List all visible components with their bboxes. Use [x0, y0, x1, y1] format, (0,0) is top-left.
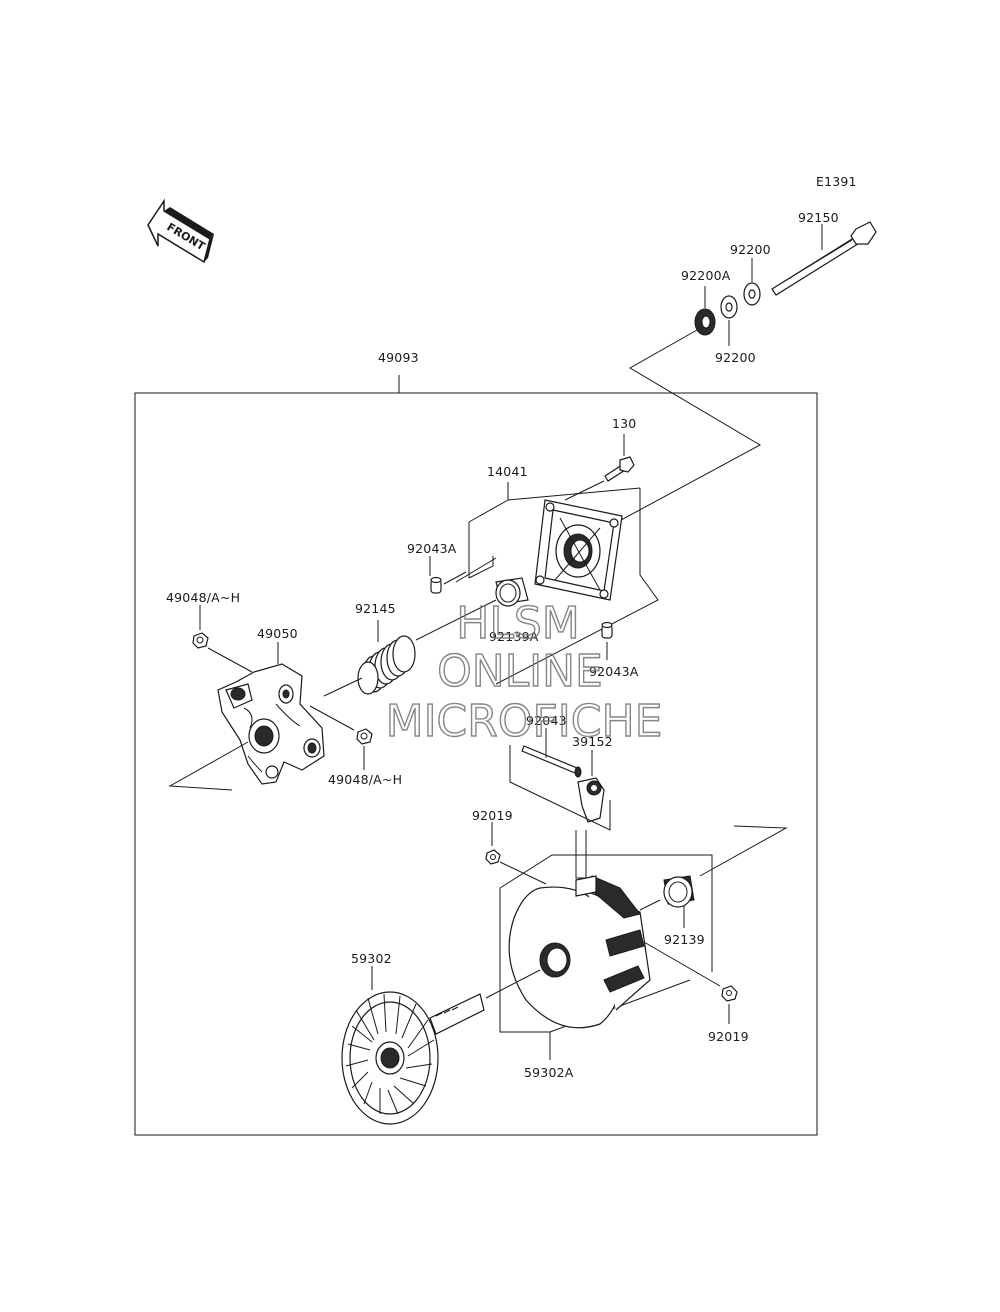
label-92019-left: 92019 [472, 808, 513, 823]
nut-49048-bottom [356, 728, 373, 745]
label-49050: 49050 [257, 626, 298, 641]
label-92150: 92150 [798, 210, 839, 225]
watermark-line-3: MICROFICHE [386, 696, 663, 747]
label-59302: 59302 [351, 951, 392, 966]
pin-92043a-top [430, 576, 442, 594]
front-arrow-icon: FRONT [147, 198, 214, 264]
bolt-92150 [771, 221, 877, 296]
label-39152: 39152 [572, 734, 613, 749]
label-92043: 92043 [526, 713, 567, 728]
watermark-line-2: ONLINE [437, 646, 603, 697]
label-92145: 92145 [355, 601, 396, 616]
label-14041: 14041 [487, 464, 528, 479]
label-92200-bottom: 92200 [715, 350, 756, 365]
spring-92145 [357, 635, 416, 695]
label-49048-bottom: 49048/A~H [328, 772, 402, 787]
washer-92200a [694, 308, 716, 336]
label-59302a: 59302A [524, 1065, 574, 1080]
label-92200-top: 92200 [730, 242, 771, 257]
label-92043a-bottom: 92043A [589, 664, 639, 679]
label-92200a: 92200A [681, 268, 731, 283]
label-92019-right: 92019 [708, 1029, 749, 1044]
diagram-code: E1391 [816, 174, 857, 189]
assembly-frame [134, 392, 818, 1136]
nut-92019-right [721, 985, 738, 1002]
watermark: HLSM ONLINE MICROFICHE [385, 597, 663, 747]
cover-14041 [534, 499, 623, 601]
shaft-92043 [521, 745, 582, 778]
bolt-130 [604, 456, 635, 482]
nut-49048-top [192, 632, 209, 649]
washer-92200-top [743, 282, 761, 306]
label-130: 130 [612, 416, 636, 431]
bushing-92139a [495, 577, 529, 607]
nut-92019-left [485, 849, 501, 865]
spider-49050 [217, 663, 325, 785]
pin-92043a-bottom [601, 621, 613, 639]
assembly-label: 49093 [378, 350, 419, 365]
washer-92200-bottom [720, 295, 738, 319]
watermark-line-1: HLSM [456, 598, 580, 649]
bushing-92139 [663, 875, 695, 908]
label-92139: 92139 [664, 932, 705, 947]
label-92139a: 92139A [489, 629, 539, 644]
movable-sheave-59302a [508, 875, 651, 1029]
roller-39152 [577, 777, 605, 823]
fixed-sheave-59302 [341, 991, 485, 1125]
label-92043a-top: 92043A [407, 541, 457, 556]
label-49048-top: 49048/A~H [166, 590, 240, 605]
